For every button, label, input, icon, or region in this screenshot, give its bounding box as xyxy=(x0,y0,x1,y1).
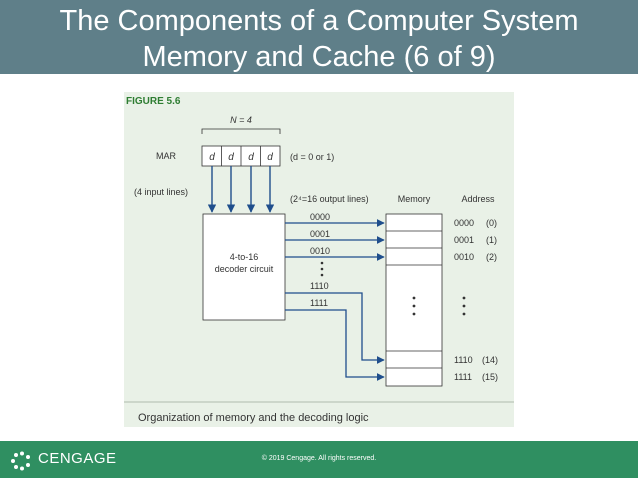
input-lines-label: (4 input lines) xyxy=(134,187,188,197)
address-binary: 1111 xyxy=(454,372,472,382)
slide-title-line-1: The Components of a Computer System xyxy=(59,5,579,37)
memory-decoder-diagram: FIGURE 5.6 N = 4 MAR d d d d (d = 0 or 1… xyxy=(124,96,514,424)
address-decimal: (0) xyxy=(486,218,497,228)
output-line-arrow xyxy=(285,309,385,381)
output-label: 1110 xyxy=(310,281,329,291)
memory-block xyxy=(385,213,443,387)
decoder-circuit xyxy=(202,213,286,321)
copyright-notice: © 2019 Cengage. All rights reserved. xyxy=(261,455,377,462)
n-bracket xyxy=(201,128,281,134)
n-label: N = 4 xyxy=(230,115,252,125)
decoder-label-line-1: 4-to-16 xyxy=(230,252,259,262)
mar-label: MAR xyxy=(156,151,177,161)
address-binary: 0010 xyxy=(454,252,474,262)
output-label: 0010 xyxy=(310,246,330,256)
decoder-label-line-2: decoder circuit xyxy=(215,264,274,274)
address-ellipsis xyxy=(462,296,466,316)
slide-title-line-2: Memory and Cache (6 of 9) xyxy=(142,41,496,73)
address-binary: 0001 xyxy=(454,235,474,245)
address-header: Address xyxy=(461,194,495,204)
memory-ellipsis xyxy=(412,296,416,316)
figure-panel: FIGURE 5.6 N = 4 MAR d d d d (d = 0 or 1… xyxy=(124,92,514,427)
figure-caption: Organization of memory and the decoding … xyxy=(138,412,369,424)
address-decimal: (14) xyxy=(482,355,498,365)
figure-label: FIGURE 5.6 xyxy=(126,96,181,107)
title-bar xyxy=(0,0,638,74)
output-label: 1111 xyxy=(310,298,328,308)
output-label: 0001 xyxy=(310,229,330,239)
brand-name: CENGAGE xyxy=(38,450,117,467)
address-binary: 0000 xyxy=(454,218,474,228)
mar-bit: d xyxy=(209,152,215,163)
mar-bit: d xyxy=(248,152,254,163)
mar-bit: d xyxy=(228,152,234,163)
address-binary: 1110 xyxy=(454,355,473,365)
cengage-logo-icon xyxy=(11,451,30,471)
address-decimal: (2) xyxy=(486,252,497,262)
footer-bar xyxy=(0,441,638,478)
output-label: 0000 xyxy=(310,212,330,222)
output-line-arrow xyxy=(285,292,385,364)
d-note: (d = 0 or 1) xyxy=(290,152,334,162)
memory-header: Memory xyxy=(398,194,431,204)
address-decimal: (15) xyxy=(482,372,498,382)
mar-bit: d xyxy=(267,152,273,163)
output-ellipsis xyxy=(320,261,324,277)
address-decimal: (1) xyxy=(486,235,497,245)
output-lines-label: (2⁴=16 output lines) xyxy=(290,194,369,204)
